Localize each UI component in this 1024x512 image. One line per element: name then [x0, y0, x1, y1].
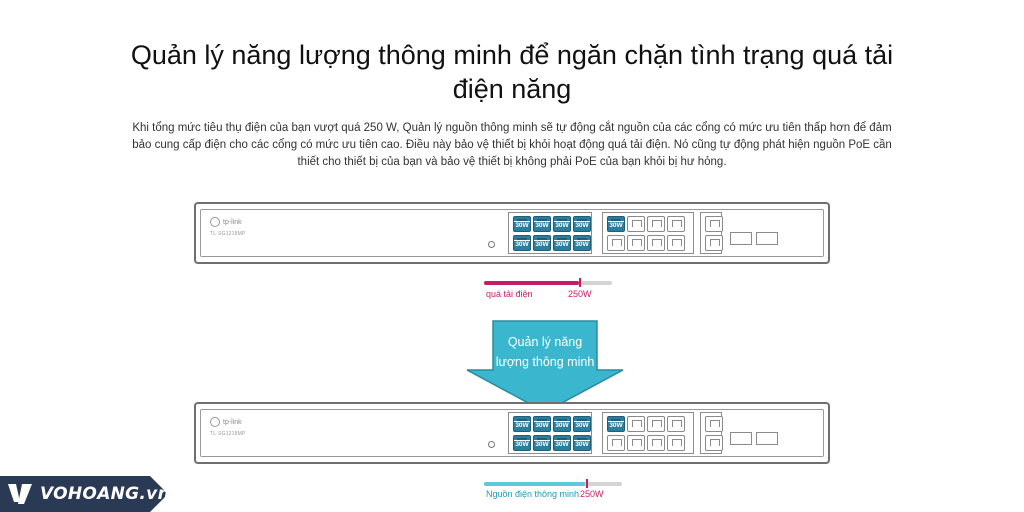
brand-label: tp-link — [223, 418, 242, 426]
limit-label-top: 250W — [568, 289, 592, 299]
smart-power-arrow: Quản lý năng lượng thông minh — [465, 320, 625, 414]
poe-wattage-label: 30W — [608, 221, 624, 230]
port-group-2: 30W — [602, 212, 694, 254]
brand-label: tp-link — [223, 218, 242, 226]
ethernet-port-icon — [705, 435, 723, 451]
poe-port-icon: 30W — [573, 435, 591, 451]
ethernet-port-icon — [667, 416, 685, 432]
vohoang-logo: VOHOANG.vn — [0, 476, 170, 512]
poe-port-icon: 30W — [533, 216, 551, 232]
ethernet-port-icon — [627, 416, 645, 432]
power-bar-fill-smart — [484, 482, 585, 486]
ethernet-port-icon — [705, 235, 723, 251]
power-led-icon — [488, 241, 495, 248]
switch-model: TL-SG1218MP — [210, 431, 246, 437]
overload-label: quá tải điện — [486, 289, 533, 299]
switch-front-panel — [200, 409, 824, 457]
poe-wattage-label: 30W — [574, 440, 590, 449]
poe-wattage-label: 30W — [554, 440, 570, 449]
ethernet-port-icon — [647, 416, 665, 432]
poe-wattage-label: 30W — [514, 221, 530, 230]
ethernet-port-icon — [705, 216, 723, 232]
poe-wattage-label: 30W — [574, 240, 590, 249]
poe-port-icon: 30W — [553, 216, 571, 232]
poe-wattage-label: 30W — [574, 421, 590, 430]
poe-port-icon: 30W — [573, 216, 591, 232]
poe-port-icon: 30W — [513, 235, 531, 251]
port-group-3 — [700, 212, 723, 254]
ethernet-port-icon — [627, 235, 645, 251]
ethernet-port-icon — [627, 435, 645, 451]
ethernet-port-icon — [647, 235, 665, 251]
poe-port-icon: 30W — [573, 416, 591, 432]
tp-link-logo-icon — [210, 417, 220, 427]
poe-wattage-label: 30W — [534, 440, 550, 449]
ethernet-port-icon — [667, 435, 685, 451]
arrow-label: Quản lý năng lượng thông minh — [495, 335, 595, 369]
poe-port-icon: 30W — [573, 235, 591, 251]
ethernet-port-icon — [607, 435, 625, 451]
ethernet-port-icon — [647, 216, 665, 232]
sfp-slot-icon — [756, 432, 778, 445]
poe-wattage-label: 30W — [534, 421, 550, 430]
poe-port-icon: 30W — [533, 235, 551, 251]
poe-wattage-label: 30W — [514, 240, 530, 249]
poe-wattage-label: 30W — [534, 240, 550, 249]
poe-wattage-label: 30W — [514, 440, 530, 449]
poe-port-icon: 30W — [553, 435, 571, 451]
poe-wattage-label: 30W — [514, 421, 530, 430]
description-text: Khi tổng mức tiêu thụ điện của bạn vượt … — [132, 122, 892, 168]
power-led-icon — [488, 441, 495, 448]
power-limit-tick — [586, 479, 588, 488]
sfp-slot-icon — [730, 232, 752, 245]
poe-wattage-label: 30W — [554, 421, 570, 430]
poe-port-icon: 30W — [533, 416, 551, 432]
tp-link-logo-icon — [210, 217, 220, 227]
poe-port-icon: 30W — [533, 435, 551, 451]
power-bar-fill-overload — [484, 281, 579, 285]
ethernet-port-icon — [607, 235, 625, 251]
poe-port-icon: 30W — [607, 416, 625, 432]
ethernet-port-icon — [627, 216, 645, 232]
switch-model: TL-SG1218MP — [210, 231, 246, 237]
smart-power-label: Nguồn điện thông minh — [486, 489, 580, 499]
ethernet-port-icon — [647, 435, 665, 451]
down-arrow-icon — [466, 320, 624, 413]
logo-text: VOHOANG.vn — [40, 484, 170, 504]
poe-wattage-label: 30W — [574, 221, 590, 230]
poe-port-group: 30W 30W 30W 30W 30W 30W 30W 30W — [508, 212, 592, 254]
switch-brand: tp-link — [210, 217, 242, 227]
poe-port-icon: 30W — [607, 216, 625, 232]
power-limit-tick — [579, 278, 581, 287]
switch-brand: tp-link — [210, 417, 242, 427]
poe-port-icon: 30W — [513, 216, 531, 232]
page-title: Quản lý năng lượng thông minh để ngăn ch… — [130, 40, 894, 104]
poe-port-icon: 30W — [553, 235, 571, 251]
poe-port-group: 30W 30W 30W 30W 30W 30W 30W 30W — [508, 412, 592, 454]
poe-wattage-label: 30W — [554, 221, 570, 230]
ethernet-port-icon — [667, 235, 685, 251]
poe-port-icon: 30W — [513, 435, 531, 451]
ethernet-port-icon — [667, 216, 685, 232]
poe-port-icon: 30W — [553, 416, 571, 432]
poe-wattage-label: 30W — [534, 221, 550, 230]
logo-badge-icon — [0, 476, 168, 512]
port-group-3 — [700, 412, 723, 454]
poe-port-icon: 30W — [513, 416, 531, 432]
sfp-slot-icon — [756, 232, 778, 245]
ethernet-port-icon — [705, 416, 723, 432]
switch-front-panel — [200, 209, 824, 257]
port-group-2: 30W — [602, 412, 694, 454]
poe-wattage-label: 30W — [608, 421, 624, 430]
limit-label-bottom: 250W — [580, 489, 604, 499]
poe-wattage-label: 30W — [554, 240, 570, 249]
sfp-slot-icon — [730, 432, 752, 445]
